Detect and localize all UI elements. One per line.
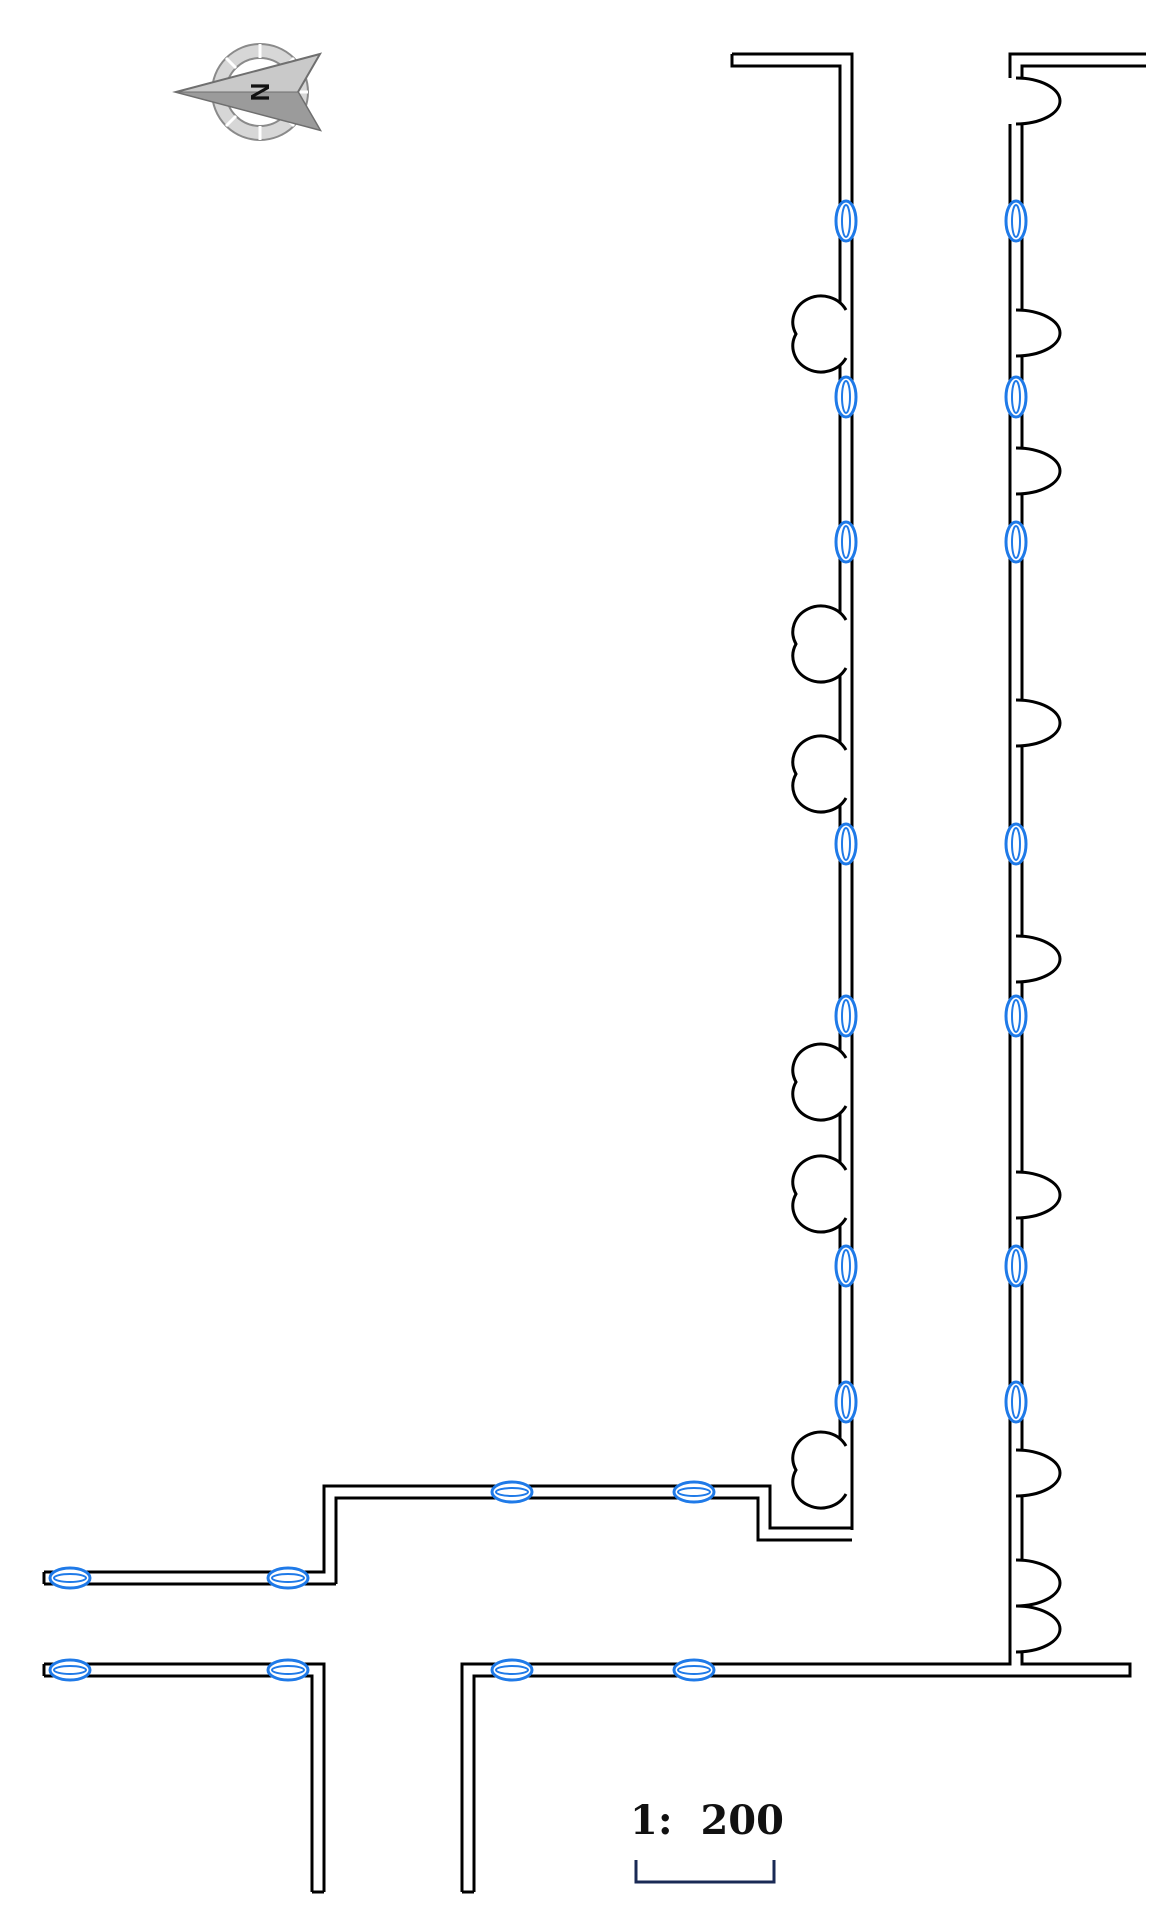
ceiling-light-icon (490, 1658, 534, 1682)
ceiling-light-icon (1004, 1244, 1028, 1288)
north-arrow-icon: N (172, 43, 323, 141)
ceiling-light-icon (1004, 520, 1028, 564)
door-swing-icon (1015, 1604, 1062, 1654)
door-swing-icon (791, 604, 848, 684)
door-swing-icon (791, 294, 848, 374)
walls (42, 52, 1146, 1894)
ceiling-light-icon (834, 199, 858, 243)
door-swing-icon (791, 734, 848, 814)
ceiling-light-icon (834, 520, 858, 564)
door-swing-icon (791, 1154, 848, 1234)
door-swing-icon (1015, 1448, 1062, 1498)
ceiling-light-icon (834, 1380, 858, 1424)
door-swing-icon (1015, 308, 1062, 358)
scale-indicator: 1: 200 (630, 1797, 784, 1884)
ceiling-light-icon (266, 1566, 310, 1590)
ceiling-light-icon (834, 994, 858, 1038)
ceiling-light-icon (266, 1658, 310, 1682)
wall-southwest-outer (44, 1662, 326, 1892)
wall-southeast-inner (472, 1654, 1132, 1892)
doors (791, 76, 1062, 1654)
ceiling-light-icon (672, 1658, 716, 1682)
wall-southeast-outer (460, 1654, 1012, 1892)
ceiling-light-icon (1004, 994, 1028, 1038)
door-swing-icon (1015, 698, 1062, 748)
door-swing-icon (1015, 76, 1062, 126)
wall-corridor-east-inner (1020, 64, 1146, 78)
ceiling-light-icon (834, 375, 858, 419)
ceiling-light-icon (672, 1480, 716, 1504)
door-swing-icon (791, 1042, 848, 1122)
ceiling-light-icon (1004, 1380, 1028, 1424)
lamps (48, 199, 1028, 1682)
door-swing-icon (1015, 934, 1062, 984)
door-swing-icon (1015, 1170, 1062, 1220)
ceiling-light-icon (48, 1658, 92, 1682)
wall-southwest-inner (44, 1674, 314, 1892)
door-swing-icon (1015, 1558, 1062, 1608)
ceiling-light-icon (1004, 375, 1028, 419)
scale-label: 1: 200 (630, 1797, 784, 1844)
ceiling-light-icon (834, 1244, 858, 1288)
ceiling-light-icon (48, 1566, 92, 1590)
wall-corridor-east-outer (1008, 52, 1146, 78)
ceiling-light-icon (490, 1480, 534, 1504)
door-swing-icon (1015, 446, 1062, 496)
wall-corridor-west-outer (732, 52, 854, 1530)
ceiling-light-icon (1004, 199, 1028, 243)
door-swing-icon (791, 1430, 848, 1510)
compass-letter: N (245, 83, 275, 102)
ceiling-light-icon (834, 822, 858, 866)
ceiling-light-icon (1004, 822, 1028, 866)
scale-bar (634, 1860, 776, 1884)
